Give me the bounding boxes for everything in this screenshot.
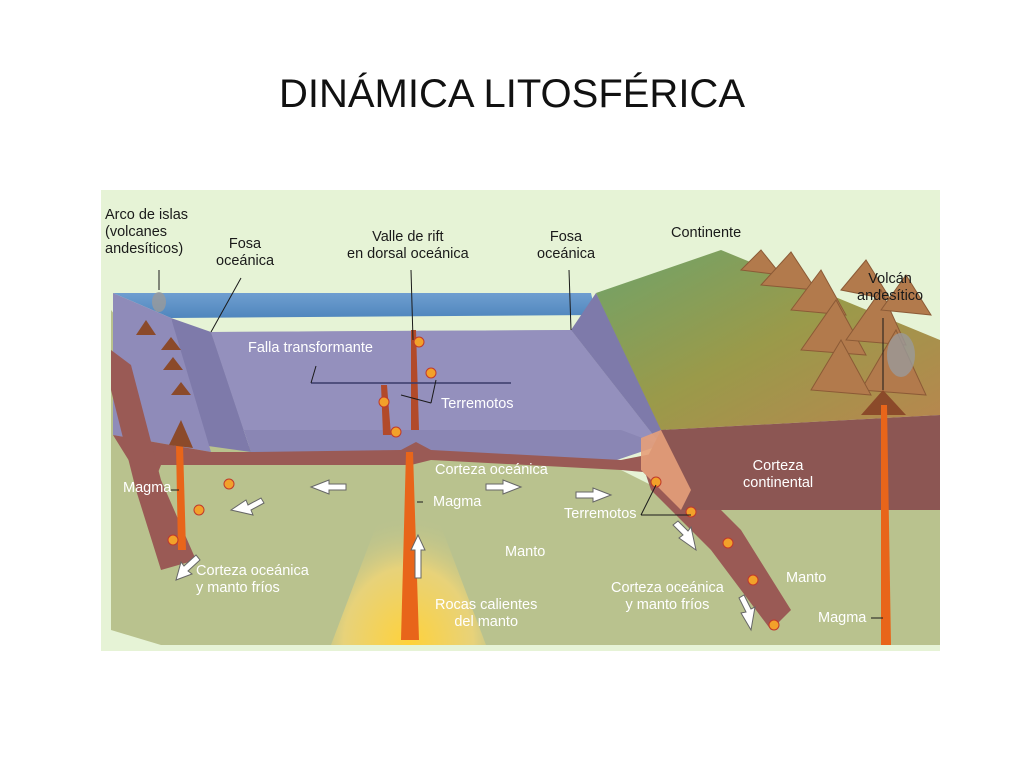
- andesitic-volcano: [861, 390, 906, 415]
- label-mantle-right: Manto: [786, 570, 827, 586]
- label-rift-valley-line1: Valle de rift: [372, 229, 444, 245]
- oceanic-crust-band: [113, 435, 676, 490]
- right-trench-wall: [571, 293, 666, 445]
- earthquake-star-icon: [167, 336, 780, 631]
- label-transform-fault: Falla transformante: [248, 340, 373, 356]
- label-andesitic-volcano: Volcán andesítico: [857, 271, 923, 305]
- left-subducting-slab: [111, 350, 196, 570]
- label-trench-right-line2: oceánica: [537, 246, 596, 262]
- label-trench-left-line2: oceánica: [216, 253, 275, 269]
- label-andesitic-volcano-line2: andesítico: [857, 288, 924, 304]
- label-rift-valley-line2: en dorsal oceánica: [347, 246, 469, 262]
- accretion-wedge: [641, 430, 691, 510]
- flow-arrow-icon: [175, 479, 756, 632]
- label-trench-left: Fosa oceánica: [216, 236, 274, 270]
- label-hot-rocks: Rocas calientes del manto: [435, 597, 537, 631]
- label-magma-left: Magma: [123, 480, 172, 496]
- label-island-arc-line2: (volcanes: [105, 224, 168, 240]
- label-mantle-center: Manto: [505, 544, 546, 560]
- label-andesitic-volcano-line1: Volcán: [868, 271, 912, 287]
- label-magma-center: Magma: [433, 494, 482, 510]
- label-magma-right: Magma: [818, 610, 867, 626]
- ocean-surface: [113, 293, 596, 318]
- continental-crust-block: [641, 415, 940, 510]
- smoke-plume-icon: [887, 333, 915, 377]
- label-continent: Continente: [671, 225, 742, 241]
- slide-title: DINÁMICA LITOSFÉRICA: [278, 72, 745, 116]
- label-cold-crust-left-line2: y manto fríos: [196, 580, 280, 596]
- plate-tectonics-diagram: Arco de islas (volcanes andesíticos) Fos…: [101, 190, 940, 651]
- label-hot-rocks-line2: del manto: [454, 614, 519, 630]
- island-volcanoes: [136, 320, 191, 395]
- label-continental-crust-line2: continental: [743, 475, 814, 491]
- label-cold-crust-left-line1: Corteza oceánica: [196, 563, 309, 579]
- label-leader-lines: [158, 269, 884, 619]
- label-trench-right-line1: Fosa: [549, 229, 583, 245]
- rift-magma: [401, 452, 419, 640]
- label-earthquakes-mid: Terremotos: [564, 506, 637, 522]
- label-trench-right: Fosa oceánica: [537, 229, 595, 263]
- left-magma-conduit: [176, 445, 186, 550]
- label-island-arc-line1: Arco de islas: [105, 207, 189, 223]
- label-oceanic-crust: Corteza oceánica: [435, 462, 548, 478]
- volcano-icon: [169, 420, 193, 448]
- label-cold-crust-left: Corteza oceánica y manto fríos: [196, 563, 309, 597]
- label-earthquakes-top: Terremotos: [441, 396, 514, 412]
- label-hot-rocks-line1: Rocas calientes: [435, 597, 538, 613]
- right-magma-conduit: [881, 405, 891, 645]
- label-island-arc: Arco de islas (volcanes andesíticos): [105, 207, 188, 258]
- label-cold-crust-right-line2: y manto fríos: [625, 597, 710, 613]
- label-continental-crust: Corteza continental: [743, 458, 813, 492]
- label-cold-crust-right: Corteza oceánica y manto fríos: [611, 580, 724, 614]
- label-island-arc-line3: andesíticos): [105, 241, 184, 257]
- rift-valley: [411, 330, 419, 430]
- left-trench-wall: [171, 318, 251, 452]
- label-rift-valley: Valle de rift en dorsal oceánica: [347, 229, 469, 263]
- label-cold-crust-right-line1: Corteza oceánica: [611, 580, 724, 596]
- diagram-artwork: [111, 249, 940, 645]
- label-continental-crust-line1: Corteza: [752, 458, 804, 474]
- label-trench-left-line1: Fosa: [228, 236, 262, 252]
